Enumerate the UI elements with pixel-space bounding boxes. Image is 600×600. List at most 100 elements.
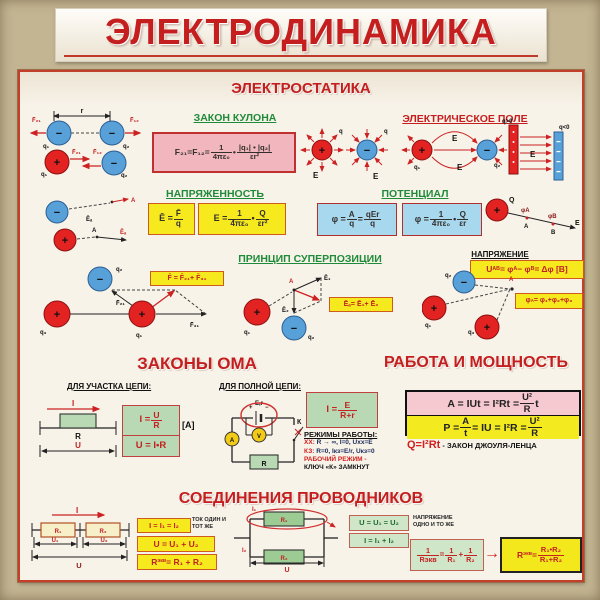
svg-text:−: −: [109, 128, 115, 140]
series-formula-current: I = I₁ = I₂: [137, 518, 191, 533]
series-circuit-diagram: I R₁ R₂ U₁ U₂ U: [31, 507, 130, 570]
svg-text:+: +: [319, 145, 325, 157]
series-formula-voltage: U = U₁ + U₂: [137, 536, 215, 552]
svg-text:U: U: [75, 441, 81, 450]
plate-negative-label: q<0: [559, 125, 570, 131]
force-F21-label: F̄₂₁: [32, 117, 41, 124]
svg-text:+: +: [254, 307, 260, 319]
voltage-diagram: − + + q₂ q₁ q₃ А: [422, 270, 514, 340]
svg-text:Ē₂: Ē₂: [282, 307, 289, 314]
svg-text:Q: Q: [509, 197, 515, 204]
svg-text:А: А: [509, 277, 514, 283]
section-electrostatics-header: ЭЛЕКТРОСТАТИКА: [231, 80, 371, 97]
svg-text:+: +: [431, 303, 437, 315]
poster-title-bar: ЭЛЕКТРОДИНАМИКА: [55, 8, 547, 62]
svg-text:R₂: R₂: [281, 556, 288, 562]
svg-text:φА: φА: [521, 208, 530, 214]
segment-circuit-diagram: I R U: [39, 399, 117, 457]
svg-text:E: E: [575, 220, 580, 227]
svg-text:Ē₁: Ē₁: [324, 275, 331, 282]
voltmeter-label: V: [257, 434, 261, 440]
superposition-header: ПРИНЦИП СУПЕРПОЗИЦИИ: [238, 253, 382, 265]
svg-text:−: −: [265, 405, 269, 411]
work-power-header: РАБОТА И МОЩНОСТЬ: [384, 354, 568, 371]
superposition-force-diagram: − + + q₂ q₃ q₁ F̄₂₁ F̄₃₁: [40, 266, 207, 339]
svg-text:I: I: [72, 399, 74, 408]
intensity-formula-1: Ē = F̄q: [148, 203, 195, 235]
potential-header: ПОТЕНЦИАЛ: [381, 188, 449, 200]
mode-work-2: КЛЮЧ «К» ЗАМКНУТ: [304, 463, 370, 471]
svg-text:F̄₁₂: F̄₁₂: [93, 149, 102, 156]
svg-text:q₂: q₂: [123, 144, 130, 150]
svg-text:I₁: I₁: [252, 507, 257, 513]
svg-text:А: А: [92, 228, 97, 234]
svg-text:А: А: [524, 224, 529, 230]
superposition-force-formula: F̄ = F̄₂₁+ F̄₃₁: [150, 271, 224, 286]
svg-text:q₁: q₁: [244, 330, 251, 336]
svg-text:F̄₂₁: F̄₂₁: [116, 300, 125, 307]
svg-text:E: E: [452, 134, 458, 143]
poster-title: ЭЛЕКТРОДИНАМИКА: [105, 11, 497, 52]
operating-modes: РЕЖИМЫ РАБОТЫ: ХХ: R → ∞, I=0, Uхх=E КЗ:…: [304, 430, 414, 472]
force-F12-label: F̄₁₂: [130, 117, 139, 124]
svg-text:q₁: q₁: [425, 323, 432, 329]
svg-text:В: В: [551, 230, 556, 236]
svg-text:−: −: [56, 128, 62, 140]
svg-text:E: E: [530, 150, 536, 159]
svg-text:А: А: [131, 198, 136, 204]
parallel-circuit-diagram: R₁ R₂ I₁ I₂ U: [234, 507, 338, 573]
svg-text:U₁: U₁: [52, 538, 59, 544]
modes-header: РЕЖИМЫ РАБОТЫ:: [304, 430, 378, 439]
joule-lenz-line: Q=I²Rt - ЗАКОН ДЖОУЛЯ-ЛЕНЦА: [407, 435, 537, 453]
svg-text:q₂: q₂: [121, 173, 128, 178]
electric-field-diagram: + qE − qE + − E: [300, 119, 570, 181]
svg-text:+: +: [54, 157, 60, 169]
svg-text:R₁: R₁: [55, 529, 62, 535]
svg-text:−: −: [291, 323, 297, 335]
svg-text:E: E: [373, 172, 379, 181]
potential-diagram: + Q E φА φВ А В: [485, 197, 580, 236]
intensity-diagram: − А Ēₐ + А Ēₐ: [45, 197, 136, 252]
joule-formula: Q=I²Rt: [407, 439, 441, 451]
svg-text:R₁: R₁: [281, 518, 288, 524]
superposition-field-formula: Ēₐ= Ē₁+ Ē₂: [329, 297, 393, 312]
svg-text:Ēₐ: Ēₐ: [86, 216, 93, 223]
svg-text:F̄₂₁: F̄₂₁: [72, 149, 81, 156]
superposition-field-diagram: + − А Ē₁ Ē₂ q₁ q₂: [243, 275, 331, 341]
svg-text:U: U: [76, 561, 81, 570]
svg-text:U: U: [284, 567, 289, 573]
svg-text:E: E: [457, 163, 463, 172]
intensity-header: НАПРЯЖЕННОСТЬ: [166, 188, 264, 200]
svg-text:q₂: q₂: [116, 267, 123, 273]
svg-text:−: −: [484, 145, 490, 157]
svg-text:+: +: [419, 145, 425, 157]
ampere-unit-label: [A]: [182, 420, 195, 430]
svg-text:q₃: q₃: [40, 330, 47, 336]
svg-text:I₂: I₂: [242, 548, 247, 554]
svg-text:φВ: φВ: [548, 214, 557, 220]
svg-text:−: −: [364, 145, 370, 157]
joule-label: - ЗАКОН ДЖОУЛЯ-ЛЕНЦА: [440, 441, 537, 450]
plate-positive-label: q>0: [502, 119, 513, 125]
parallel-formula-voltage: U = U₁ = U₂: [349, 515, 409, 531]
svg-text:q₁: q₁: [136, 333, 143, 339]
parallel-formula-current: I = I₁ + I₂: [349, 533, 409, 548]
mode-line-kz: КЗ: R=0, Iкз=E/r, Uкз=0: [304, 447, 375, 455]
svg-text:q: q: [339, 129, 343, 135]
svg-text:I: I: [76, 507, 78, 515]
ammeter-label: А: [230, 438, 235, 444]
result-arrow-icon: →: [484, 545, 500, 562]
svg-text:q₂: q₂: [494, 163, 501, 169]
